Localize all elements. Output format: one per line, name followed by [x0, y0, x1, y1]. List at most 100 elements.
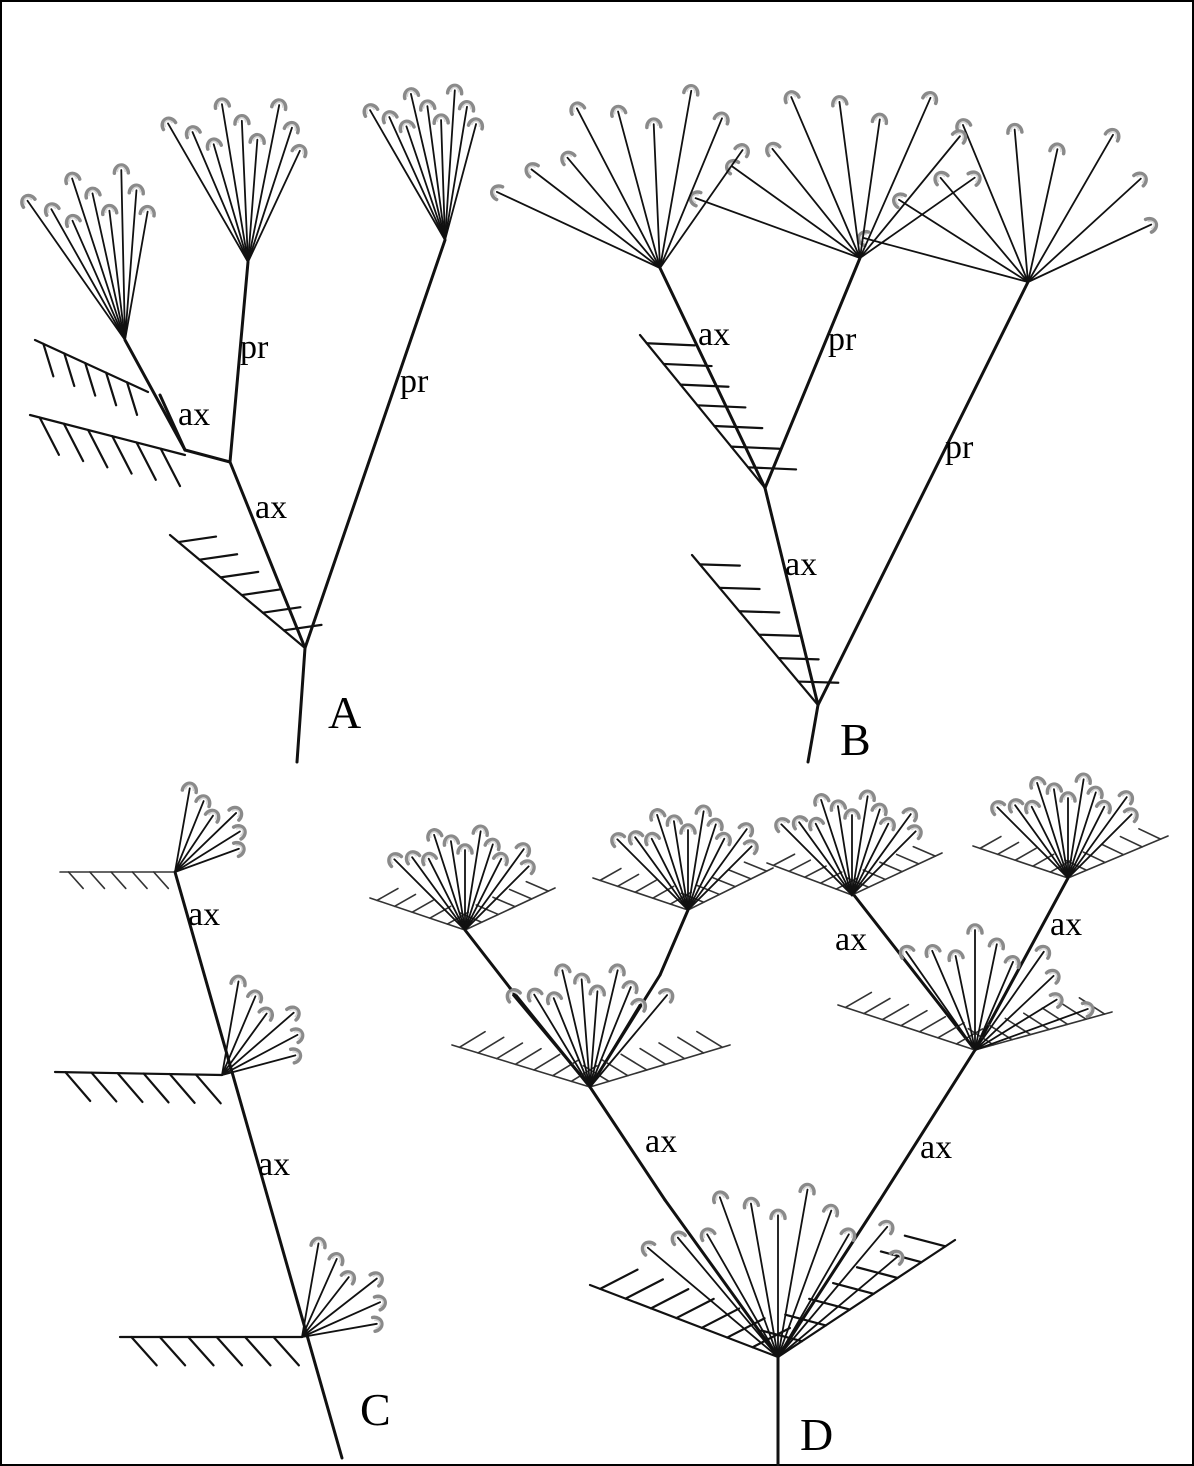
leaflet [714, 426, 762, 428]
flower-icon [807, 816, 823, 829]
flower-icon [898, 944, 914, 959]
primary-ray-middle [765, 258, 860, 488]
leaflet [92, 1073, 117, 1102]
axis-segment [465, 930, 510, 988]
flower-icon [1023, 799, 1039, 812]
leaflet [131, 1337, 156, 1365]
pedicel [899, 200, 1028, 282]
leaflet [69, 872, 84, 888]
flower-icon [623, 980, 639, 993]
leaflet [245, 1337, 270, 1365]
leaflet [905, 1236, 946, 1247]
flower-icon [516, 841, 532, 856]
leaflet [626, 1279, 663, 1298]
pedicel [635, 837, 688, 910]
axis-right [778, 1200, 880, 1357]
leaflet [697, 1032, 723, 1048]
flower-icon [783, 90, 799, 103]
panel-d-label-ax-3: ax [645, 1123, 677, 1160]
flower-icon [1146, 216, 1159, 232]
flower-icon [955, 118, 971, 131]
leaflet [744, 862, 766, 871]
pedicel [125, 190, 136, 340]
leaflet [919, 1017, 945, 1032]
leaflet [678, 1037, 704, 1053]
primary-ray-right [305, 240, 445, 648]
panel-b-label-pr-2: pr [945, 429, 974, 466]
panel-b-branching [489, 85, 1158, 762]
flower-icon [1006, 797, 1022, 812]
flower-icon [903, 806, 919, 821]
flower-icon [420, 851, 436, 864]
leaflet [897, 854, 919, 863]
leaf-rachis [688, 868, 773, 910]
leaflet [773, 854, 794, 865]
leaflet [497, 1043, 523, 1059]
leaflet [618, 874, 639, 886]
leaflet [640, 1049, 666, 1065]
pedicel [852, 814, 911, 895]
leaflet [882, 1005, 908, 1020]
flower-icon [824, 1203, 840, 1215]
axis-up-left [850, 890, 975, 1050]
leaflet [65, 1072, 90, 1101]
flower-icon [375, 1294, 388, 1310]
flower-icon [292, 1026, 306, 1042]
flower-icon [872, 802, 888, 814]
flower-icon [924, 943, 940, 956]
leaflet [729, 870, 751, 879]
flower-icon [708, 817, 724, 829]
leaflet [515, 1049, 541, 1065]
leaflet [377, 889, 398, 901]
pedicel [688, 829, 747, 910]
leaflet [90, 872, 105, 888]
pedicel [125, 212, 148, 340]
flower-icon [643, 831, 659, 844]
flower-icon [1088, 785, 1104, 797]
flower-icon [688, 190, 700, 206]
leaflet [1005, 1018, 1030, 1034]
leaflet [137, 443, 156, 480]
panel-d-title: D [800, 1409, 833, 1460]
pedicel [678, 1238, 778, 1357]
flower-icon [1083, 1001, 1095, 1017]
leaflet [809, 1299, 850, 1310]
leaflet [1120, 837, 1142, 847]
leaflet [702, 1309, 739, 1328]
leaflet [600, 1270, 637, 1289]
flower-icon [361, 102, 377, 116]
leaflet [412, 900, 433, 912]
axis-segment [660, 910, 688, 975]
pedicel [302, 1243, 318, 1337]
leaflet [1139, 829, 1161, 839]
leaflet [720, 588, 760, 589]
flower-icon [341, 1269, 357, 1284]
pedicel [412, 857, 465, 930]
pedicel [660, 91, 691, 268]
leaflet [284, 625, 322, 630]
flower-icon [259, 1005, 275, 1020]
flower-icon [841, 1226, 857, 1240]
panel-b-label-pr-1: pr [828, 321, 857, 358]
leaflet [779, 658, 819, 659]
leaflet [217, 1337, 242, 1365]
leaflet [111, 872, 126, 888]
flower-icon [1029, 776, 1045, 788]
pedicel [1015, 805, 1068, 878]
flower-icon [398, 119, 414, 131]
leaflet [1042, 1008, 1067, 1024]
leaflet [697, 405, 745, 407]
leaflet [681, 385, 729, 387]
flower-icon [712, 1190, 728, 1202]
panel-a-label-ax-2: ax [255, 489, 287, 526]
leaf-rachis [778, 1240, 955, 1357]
pedicel [1015, 130, 1028, 282]
flower-icon [790, 814, 806, 829]
flower-icon [485, 837, 501, 849]
leaflet [845, 992, 871, 1007]
leaflet [676, 1299, 713, 1318]
panel-d-label-ax-1: ax [835, 921, 867, 958]
pedicel [192, 132, 248, 262]
leaflet [651, 1289, 688, 1308]
flower-icon [968, 169, 983, 185]
